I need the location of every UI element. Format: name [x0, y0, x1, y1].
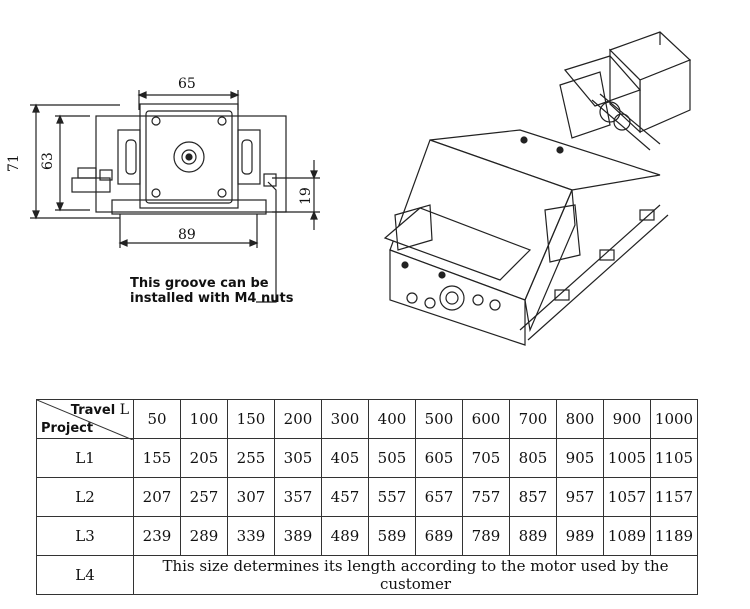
value-cell: 307: [227, 477, 275, 517]
groove-note-line1: This groove can be: [130, 276, 269, 291]
value-cell: 405: [321, 438, 369, 478]
header-travel: Travel L: [71, 402, 129, 418]
value-cell: 905: [556, 438, 604, 478]
technical-drawing: 65 89 71 63 19 This groove can be instal…: [6, 31, 692, 346]
dim-19-label: 19: [298, 187, 314, 205]
travel-cell: 200: [274, 399, 322, 439]
value-cell: 657: [415, 477, 463, 517]
l4-note: This size determines its length accordin…: [133, 555, 698, 595]
travel-length-table: Travel L Project 50 100 150 200 300 400 …: [36, 399, 698, 595]
value-cell: 257: [180, 477, 228, 517]
header-project-label: Project: [41, 421, 94, 436]
value-cell: 557: [368, 477, 416, 517]
value-cell: 705: [462, 438, 510, 478]
travel-cell: 1000: [650, 399, 698, 439]
value-cell: 589: [368, 516, 416, 556]
value-cell: 857: [509, 477, 557, 517]
table-row-l4: L4 This size determines its length accor…: [36, 555, 698, 595]
value-cell: 155: [133, 438, 181, 478]
value-cell: 205: [180, 438, 228, 478]
value-cell: 457: [321, 477, 369, 517]
value-cell: 505: [368, 438, 416, 478]
value-cell: 339: [227, 516, 275, 556]
value-cell: 239: [133, 516, 181, 556]
row-label-l4: L4: [36, 555, 134, 595]
dim-63-label: 63: [40, 152, 56, 170]
value-cell: 489: [321, 516, 369, 556]
travel-cell: 800: [556, 399, 604, 439]
travel-cell: 50: [133, 399, 181, 439]
row-label-l1: L1: [36, 438, 134, 478]
table-corner-cell: Travel L Project: [36, 399, 134, 440]
value-cell: 805: [509, 438, 557, 478]
value-cell: 989: [556, 516, 604, 556]
value-cell: 889: [509, 516, 557, 556]
value-cell: 255: [227, 438, 275, 478]
dim-89-label: 89: [178, 227, 196, 243]
value-cell: 1057: [603, 477, 651, 517]
value-cell: 305: [274, 438, 322, 478]
dim-65-label: 65: [178, 76, 196, 92]
table-header-row: Travel L Project 50 100 150 200 300 400 …: [36, 399, 698, 440]
groove-note-line2: installed with M4 nuts: [130, 291, 294, 306]
travel-cell: 900: [603, 399, 651, 439]
value-cell: 1005: [603, 438, 651, 478]
header-travel-label: Travel: [70, 403, 116, 418]
value-cell: 357: [274, 477, 322, 517]
value-cell: 789: [462, 516, 510, 556]
value-cell: 1105: [650, 438, 698, 478]
value-cell: 689: [415, 516, 463, 556]
corner-diagonal: [37, 400, 133, 440]
value-cell: 1189: [650, 516, 698, 556]
travel-cell: 700: [509, 399, 557, 439]
value-cell: 757: [462, 477, 510, 517]
value-cell: 1157: [650, 477, 698, 517]
travel-cell: 150: [227, 399, 275, 439]
value-cell: 1089: [603, 516, 651, 556]
isometric-view: [383, 31, 692, 346]
front-view: [30, 90, 320, 303]
value-cell: 207: [133, 477, 181, 517]
row-label-l3: L3: [36, 516, 134, 556]
value-cell: 957: [556, 477, 604, 517]
table-row-l2: L2 207 257 307 357 457 557 657 757 857 9…: [36, 477, 698, 517]
travel-cell: 100: [180, 399, 228, 439]
value-cell: 605: [415, 438, 463, 478]
header-L-label: L: [119, 402, 129, 418]
travel-cell: 600: [462, 399, 510, 439]
travel-cell: 300: [321, 399, 369, 439]
travel-cell: 400: [368, 399, 416, 439]
value-cell: 389: [274, 516, 322, 556]
value-cell: 289: [180, 516, 228, 556]
table-row-l3: L3 239 289 339 389 489 589 689 789 889 9…: [36, 516, 698, 556]
table-row-l1: L1 155 205 255 305 405 505 605 705 805 9…: [36, 438, 698, 478]
row-label-l2: L2: [36, 477, 134, 517]
travel-cell: 500: [415, 399, 463, 439]
dim-71-label: 71: [6, 154, 22, 172]
